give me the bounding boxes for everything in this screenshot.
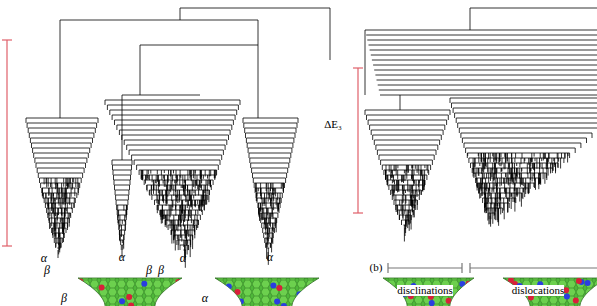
defect-dot <box>576 278 582 284</box>
defect-dot <box>297 291 303 297</box>
panel-label: (b) <box>370 262 383 273</box>
defect-dot <box>175 279 181 285</box>
defect-dot <box>511 302 517 306</box>
state-label: α <box>41 252 47 264</box>
defect-dot <box>446 298 452 304</box>
defect-dot <box>84 302 90 306</box>
defect-dot <box>466 281 472 287</box>
state-label: β <box>44 264 50 276</box>
defect-dot <box>223 300 229 306</box>
defect-dot <box>508 277 514 283</box>
defect-dot <box>141 281 147 287</box>
defect-dot <box>77 279 83 285</box>
image-label: β <box>61 292 67 304</box>
defect-dot <box>168 292 174 298</box>
image-label: α <box>202 292 208 304</box>
defect-dot <box>585 280 591 286</box>
defect-dot <box>226 283 232 289</box>
surface-image <box>77 277 597 306</box>
defect-dot <box>99 285 105 291</box>
defect-dot <box>128 302 134 306</box>
state-label: α <box>119 251 125 263</box>
defect-dot <box>225 295 231 301</box>
defect-dot <box>383 298 389 304</box>
state-label: α <box>267 251 273 263</box>
defect-dot <box>220 297 226 303</box>
defect-dot <box>573 298 579 304</box>
defect-dot <box>235 289 241 295</box>
state-label: α <box>180 252 186 264</box>
state-label: β <box>146 264 152 276</box>
defect-dot <box>591 289 597 295</box>
defect-dot <box>274 299 280 305</box>
defect-dot <box>85 285 91 291</box>
defect-dot <box>465 285 471 291</box>
defect-dot <box>270 283 276 289</box>
defect-dot <box>175 297 181 303</box>
range-label: dislocations <box>512 285 565 296</box>
defect-dot <box>126 294 132 300</box>
disconnectivity-graph <box>26 8 597 268</box>
defect-dot <box>119 298 125 304</box>
tree-lines <box>26 8 597 268</box>
defect-dot <box>172 289 178 295</box>
defect-dot <box>564 294 570 300</box>
defect-dot <box>299 301 305 306</box>
defect-dot <box>463 291 469 297</box>
defect-dot <box>281 303 287 306</box>
defect-dot <box>385 287 391 293</box>
energy-label: ΔE₃ <box>324 119 342 130</box>
defect-dot <box>300 296 306 302</box>
defect-dot <box>429 300 435 306</box>
defect-dot <box>77 283 83 289</box>
defect-dot <box>172 295 178 301</box>
defect-dot <box>305 301 311 306</box>
energy-scale-bar <box>2 40 363 246</box>
defect-dot <box>238 299 244 305</box>
range-bracket <box>388 263 597 273</box>
state-label: β <box>158 264 164 276</box>
range-label: disclinations <box>397 285 453 296</box>
defect-dot <box>276 285 282 291</box>
defect-dot <box>459 281 465 287</box>
